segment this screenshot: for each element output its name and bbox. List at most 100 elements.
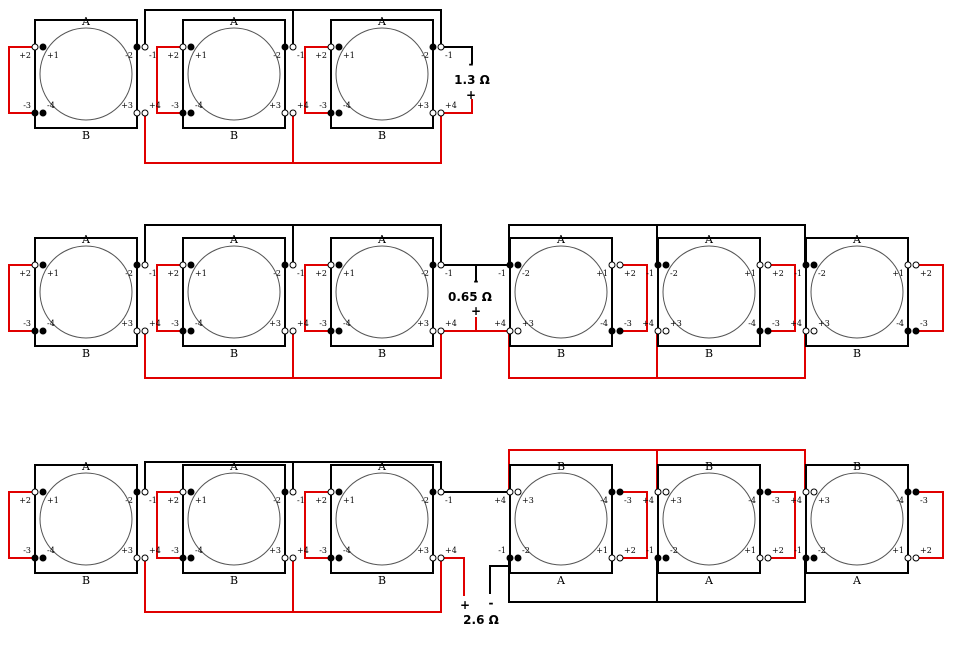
terminal-tr-inner bbox=[429, 261, 437, 269]
terminal-label-bl-outer: -3 bbox=[319, 101, 327, 110]
terminal-tr-outer bbox=[764, 261, 772, 269]
terminal-label-tr-outer: +2 bbox=[920, 269, 932, 278]
terminal-label-tl-outer: +2 bbox=[19, 51, 31, 60]
terminal-label-br-inner: +3 bbox=[121, 319, 133, 328]
speaker-cone bbox=[810, 245, 904, 339]
coil-label-bottom: B bbox=[705, 347, 713, 360]
terminal-br-inner bbox=[429, 554, 437, 562]
speaker-frame bbox=[330, 237, 434, 347]
coil-label-top: A bbox=[81, 460, 91, 473]
terminal-label-bl-outer: -3 bbox=[319, 319, 327, 328]
terminal-label-tl-inner: -2 bbox=[818, 269, 826, 278]
terminal-label-tr-inner: -2 bbox=[125, 51, 133, 60]
coil-label-bottom: B bbox=[557, 347, 565, 360]
terminal-br-outer bbox=[764, 554, 772, 562]
terminal-label-br-inner: -4 bbox=[600, 319, 608, 328]
speaker-frame bbox=[34, 19, 138, 129]
terminal-br-inner bbox=[281, 327, 289, 335]
speaker-unit-r2-c2: AB+2+1-2-1-3-4+3+4 bbox=[167, 233, 309, 360]
terminal-bl-outer bbox=[327, 109, 335, 117]
terminal-br-inner bbox=[133, 554, 141, 562]
terminal-tr-outer bbox=[141, 488, 149, 496]
terminal-tr-outer bbox=[764, 488, 772, 496]
coil-label-bottom: B bbox=[230, 574, 238, 587]
terminal-bl-inner bbox=[810, 554, 818, 562]
terminal-label-tr-inner: -2 bbox=[125, 496, 133, 505]
terminal-label-tl-outer: +2 bbox=[167, 269, 179, 278]
terminal-label-tr-outer: -1 bbox=[445, 496, 453, 505]
terminal-br-outer bbox=[141, 554, 149, 562]
speaker-unit-r3-c2: AB+2+1-2-1-3-4+3+4 bbox=[167, 460, 309, 587]
terminal-label-tr-inner: -2 bbox=[273, 51, 281, 60]
terminal-label-tl-inner: +1 bbox=[47, 269, 59, 278]
terminal-label-br-outer: +4 bbox=[149, 546, 161, 555]
terminal-label-tl-outer: +2 bbox=[19, 269, 31, 278]
terminal-tr-inner bbox=[756, 488, 764, 496]
terminal-bl-outer bbox=[31, 327, 39, 335]
speaker-frame bbox=[509, 464, 613, 574]
terminal-br-inner bbox=[756, 327, 764, 335]
terminal-bl-outer bbox=[179, 109, 187, 117]
terminal-label-tr-outer: -1 bbox=[149, 496, 157, 505]
speaker-cone bbox=[514, 472, 608, 566]
speaker-frame bbox=[182, 464, 286, 574]
row2-plus-sign: + bbox=[471, 304, 481, 318]
terminal-label-br-outer: +4 bbox=[445, 101, 457, 110]
coil-label-bottom: A bbox=[556, 574, 566, 587]
terminal-bl-inner bbox=[187, 327, 195, 335]
row1-plus-lead bbox=[441, 99, 473, 114]
coil-label-top: A bbox=[377, 15, 387, 28]
terminal-label-bl-outer: -3 bbox=[23, 319, 31, 328]
terminal-label-bl-outer: -3 bbox=[171, 319, 179, 328]
terminal-label-bl-inner: -4 bbox=[343, 319, 351, 328]
terminal-label-bl-outer: -1 bbox=[498, 546, 506, 555]
terminal-tl-outer bbox=[179, 261, 187, 269]
row3-plus-sign: + bbox=[460, 598, 470, 612]
terminal-tl-outer bbox=[802, 488, 810, 496]
terminal-tl-outer bbox=[31, 43, 39, 51]
terminal-tl-outer bbox=[327, 43, 335, 51]
row3-u5-jumper bbox=[770, 491, 796, 559]
terminal-tr-inner bbox=[608, 488, 616, 496]
terminal-label-br-inner: +3 bbox=[121, 546, 133, 555]
terminal-br-outer bbox=[289, 109, 297, 117]
speaker-unit-r2-c3: AB+2+1-2-1-3-4+3+4 bbox=[315, 233, 457, 360]
terminal-label-bl-inner: -4 bbox=[195, 546, 203, 555]
terminal-label-bl-inner: +3 bbox=[670, 319, 682, 328]
row2-impedance-label: 0.65 Ω bbox=[448, 290, 492, 304]
terminal-br-inner bbox=[133, 327, 141, 335]
terminal-bl-inner bbox=[39, 327, 47, 335]
coil-label-top: A bbox=[81, 15, 91, 28]
terminal-tl-outer bbox=[327, 261, 335, 269]
terminal-tl-inner bbox=[39, 488, 47, 496]
speaker-frame bbox=[182, 19, 286, 129]
terminal-br-outer bbox=[616, 554, 624, 562]
terminal-bl-outer bbox=[506, 554, 514, 562]
terminal-tr-inner bbox=[429, 488, 437, 496]
terminal-tr-outer bbox=[912, 261, 920, 269]
terminal-label-tl-inner: +1 bbox=[195, 496, 207, 505]
terminal-bl-outer bbox=[802, 327, 810, 335]
terminal-label-tl-inner: +1 bbox=[47, 51, 59, 60]
speaker-unit-r3-c5: BA+4+3-4-3-1-2+1+2 bbox=[642, 460, 784, 587]
speaker-cone bbox=[187, 27, 281, 121]
row2-minus-sign: - bbox=[474, 274, 479, 288]
terminal-tl-outer bbox=[654, 488, 662, 496]
terminal-label-tr-outer: -1 bbox=[297, 51, 305, 60]
terminal-label-bl-inner: -4 bbox=[195, 319, 203, 328]
terminal-tl-inner bbox=[39, 43, 47, 51]
speaker-cone bbox=[39, 472, 133, 566]
row2-u6-jumper bbox=[918, 264, 944, 332]
terminal-tl-inner bbox=[335, 261, 343, 269]
terminal-label-tr-inner: +1 bbox=[892, 269, 904, 278]
terminal-br-outer bbox=[437, 109, 445, 117]
terminal-bl-outer bbox=[31, 109, 39, 117]
terminal-tl-inner bbox=[810, 488, 818, 496]
terminal-label-tr-outer: -1 bbox=[297, 269, 305, 278]
terminal-label-br-outer: +4 bbox=[149, 101, 161, 110]
terminal-label-tl-inner: +3 bbox=[670, 496, 682, 505]
speaker-unit-r2-c5: AB-1-2+1+2+4+3-4-3 bbox=[642, 233, 784, 360]
coil-label-top: A bbox=[377, 233, 387, 246]
terminal-label-bl-inner: -4 bbox=[195, 101, 203, 110]
